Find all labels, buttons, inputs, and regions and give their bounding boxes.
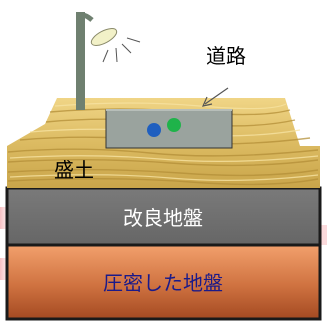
road-label: 道路 [206, 44, 246, 68]
compacted-ground-layer [5, 243, 322, 321]
pink-band-top [0, 207, 10, 229]
compacted-ground-label: 圧密した地盤 [103, 271, 223, 295]
pink-band-bottom [0, 258, 10, 280]
embankment-label: 盛土 [54, 158, 94, 182]
street-lamp-icon [76, 12, 141, 110]
blue-vehicle-dot [147, 123, 161, 137]
green-vehicle-dot [167, 118, 181, 132]
improved-ground-label: 改良地盤 [123, 206, 203, 230]
improved-ground-layer [5, 186, 322, 247]
road-pointer-arrow [201, 87, 229, 107]
